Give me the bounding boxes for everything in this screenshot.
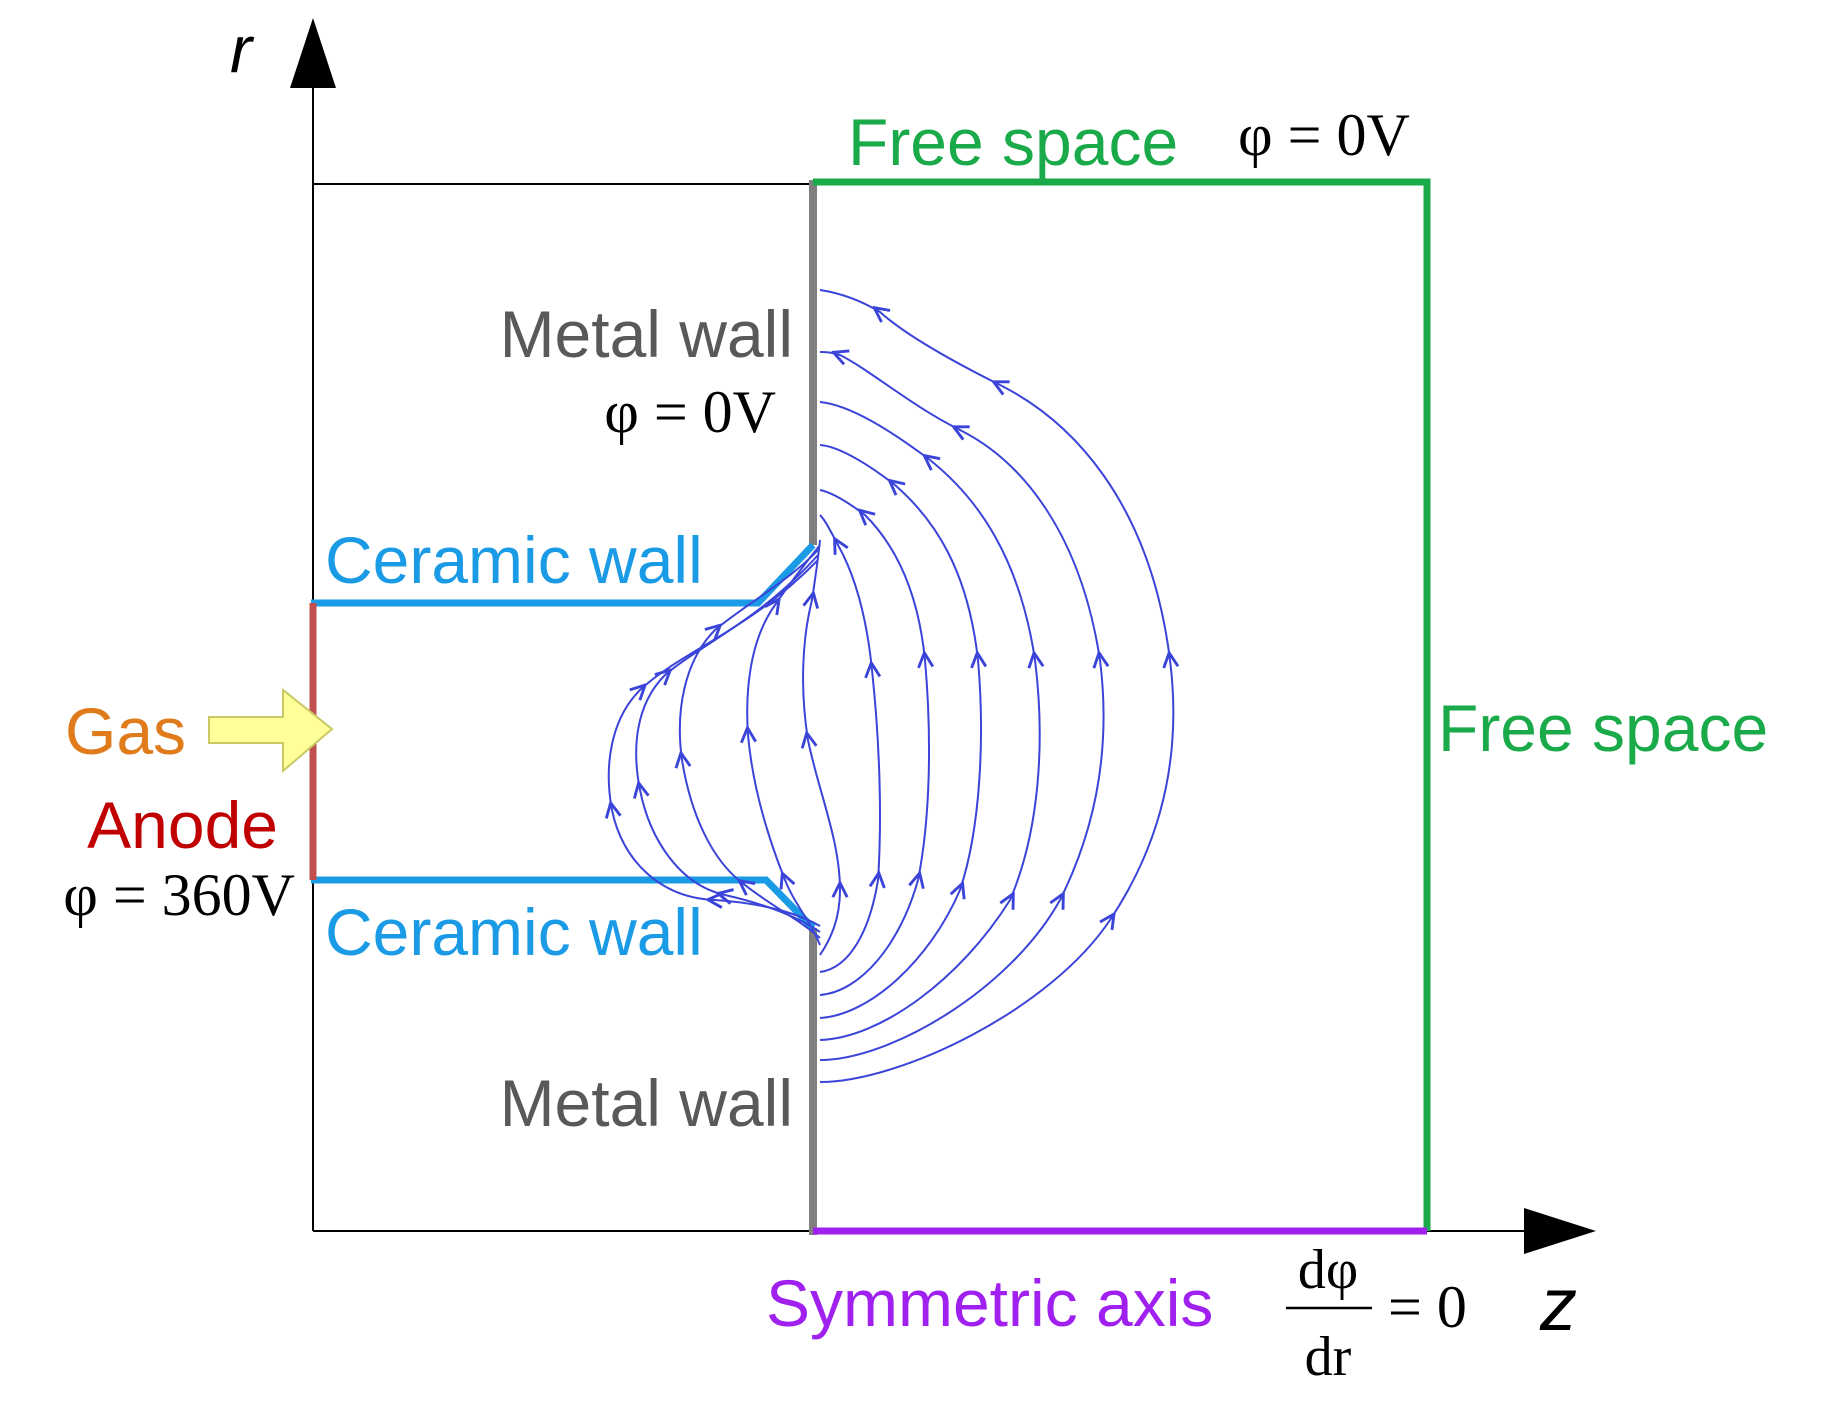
r-axis-label: r — [230, 12, 255, 86]
field-line-6 — [819, 514, 880, 973]
symmetric-axis-derivative-rhs: = 0 — [1388, 1274, 1467, 1340]
field-lines — [609, 289, 1174, 1083]
free-space-top-equation: φ = 0V — [1238, 102, 1410, 168]
field-line-2 — [819, 352, 1104, 1061]
symmetric-axis-label-group: Symmetric axis dφ dr = 0 — [766, 1239, 1467, 1388]
anode-equation: φ = 360V — [63, 862, 295, 928]
field-line-3 — [819, 401, 1040, 1041]
field-line-11 — [609, 559, 821, 927]
metal-wall-bottom-label: Metal wall — [500, 1066, 793, 1140]
anode-label-group: Anode φ = 360V — [63, 788, 295, 928]
field-line-5 — [819, 489, 929, 996]
free-space-top-label-group: Free space φ = 0V — [848, 102, 1410, 179]
gas-label: Gas — [65, 694, 186, 768]
symmetric-axis-derivative-denominator: dr — [1305, 1326, 1352, 1388]
metal-wall-top-equation: φ = 0V — [604, 379, 776, 445]
free-space-right-label: Free space — [1438, 691, 1768, 765]
field-line-10 — [636, 554, 821, 933]
gas-inflow-arrow — [208, 687, 334, 774]
r-axis-arrowhead — [290, 18, 336, 88]
symmetric-axis-label: Symmetric axis — [766, 1266, 1213, 1340]
free-space-boundary — [813, 178, 1431, 1231]
metal-wall-top-label: Metal wall — [500, 297, 793, 371]
ceramic-wall-top-label: Ceramic wall — [325, 523, 703, 597]
free-space-top-label: Free space — [848, 105, 1178, 179]
z-axis-label: z — [1539, 1263, 1577, 1346]
field-line-7 — [803, 539, 840, 956]
symmetric-axis-derivative-numerator: dφ — [1298, 1239, 1358, 1301]
field-line-4 — [819, 444, 981, 1019]
metal-wall-top-label-group: Metal wall φ = 0V — [500, 297, 793, 445]
anode-label: Anode — [87, 788, 278, 862]
ceramic-wall-bottom-label: Ceramic wall — [325, 895, 703, 969]
field-line-1 — [819, 289, 1173, 1083]
z-axis-arrowhead — [1524, 1208, 1596, 1254]
